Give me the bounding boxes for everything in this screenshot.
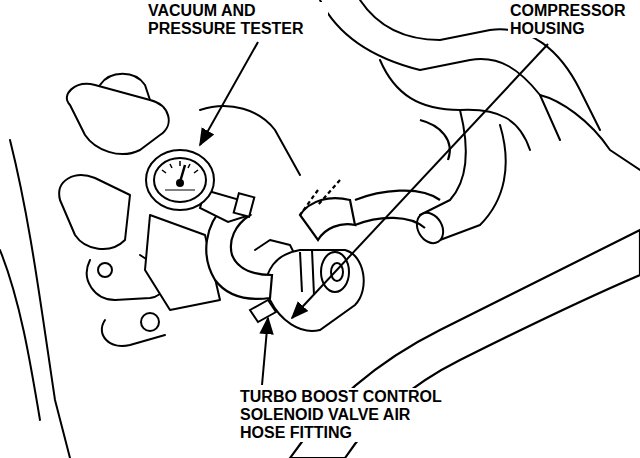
leader-lines-part [292,44,548,318]
engine-parts-part [440,125,506,240]
engine-parts-part [67,84,169,154]
leader-lines [200,42,548,385]
part-label: VACUUM AND PRESSURE TESTER [146,2,328,38]
tester-hose-part [355,218,425,228]
compressor-housing-part [266,250,363,331]
part-label: TURBO BOOST CONTROL SOLENOID VALVE AIR H… [238,388,456,442]
pressure-gauge-part [234,193,255,216]
engine-parts-part [141,313,159,331]
engine-parts-part [0,250,40,420]
pressure-gauge [146,150,254,222]
engine-parts-part [420,110,466,215]
part-label: COMPRESSOR HOUSING [508,2,636,38]
pressure-gauge-part [146,150,214,210]
pressure-gauge-part [177,180,183,186]
tester-hose-part [318,180,340,205]
compressor-housing-part [250,300,276,322]
engine-parts-part [59,175,130,249]
pressure-gauge-part [165,190,195,191]
engine-parts-part [540,95,640,170]
leader-lines-part [262,318,268,385]
engine-parts-part [98,263,112,277]
leader-lines-part [200,42,258,145]
compressor-housing-part [312,250,314,295]
engine-parts-part [100,74,150,100]
pressure-gauge-part [154,158,206,202]
pressure-gauge-part [162,161,198,173]
engine-parts-part [412,208,449,248]
tester-hose-part [300,190,318,215]
tester-hose-part [355,191,440,200]
compressor-housing-part [300,252,302,292]
engine-parts-part [380,60,530,150]
